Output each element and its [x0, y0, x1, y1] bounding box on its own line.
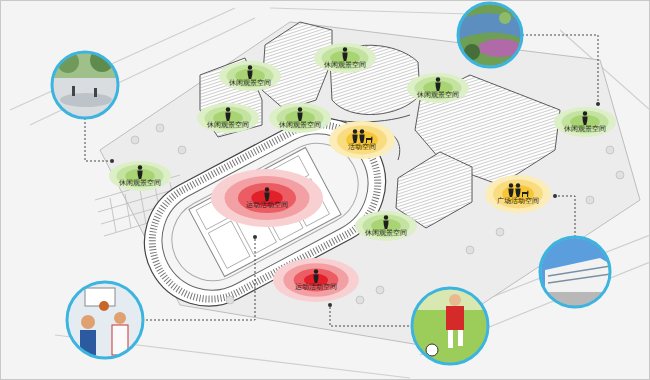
zone-label: 休闲观景空间	[229, 80, 271, 88]
person-icon	[295, 107, 305, 121]
person-icon	[245, 65, 255, 79]
space-zone: 运动活动空间	[273, 258, 359, 302]
person-icon	[262, 187, 272, 201]
leader-dots	[110, 102, 600, 307]
building-photo	[538, 236, 612, 310]
soccer-photo	[410, 286, 490, 366]
zone-label: 休闲观景空间	[207, 122, 249, 130]
space-zone: 休闲观景空间	[219, 61, 281, 91]
space-zone: 休闲观景空间	[314, 43, 376, 73]
person-icon	[340, 47, 350, 61]
zone-label: 休闲观景空间	[365, 230, 407, 238]
zone-label: 休闲观景空间	[417, 92, 459, 100]
zone-label: 休闲观景空间	[324, 62, 366, 70]
photo-ring	[52, 52, 118, 118]
person-icon	[580, 111, 590, 125]
person-icon	[507, 183, 529, 197]
person-icon	[351, 129, 373, 143]
photo-ring	[458, 3, 522, 67]
basketball-photo	[65, 280, 145, 360]
person-icon	[433, 77, 443, 91]
zone-label: 运动活动空间	[246, 202, 288, 210]
space-zone: 休闲观景空间	[355, 211, 417, 241]
space-zone: 休闲观景空间	[269, 103, 331, 133]
person-icon	[223, 107, 233, 121]
zone-label: 运动活动空间	[295, 284, 337, 292]
photo-ring	[67, 282, 143, 358]
photo-ring	[540, 237, 610, 307]
leader-lines	[85, 35, 598, 326]
person-icon	[311, 269, 321, 283]
space-zone: 活动空间	[329, 121, 395, 159]
running-track	[122, 95, 408, 328]
zone-label: 广场活动空间	[497, 198, 539, 206]
person-icon	[135, 165, 145, 179]
zone-label: 休闲观景空间	[119, 180, 161, 188]
person-icon	[381, 215, 391, 229]
space-zone: 休闲观景空间	[197, 103, 259, 133]
garden-photo	[455, 0, 525, 70]
space-zone: 运动活动空间	[211, 169, 323, 227]
roads	[10, 8, 650, 378]
zone-label: 休闲观景空间	[564, 126, 606, 134]
zone-label: 休闲观景空间	[279, 122, 321, 130]
space-zone: 广场活动空间	[485, 175, 551, 213]
trees	[131, 124, 624, 304]
space-zone: 休闲观景空间	[554, 107, 616, 137]
zone-label: 活动空间	[348, 144, 376, 152]
plaza-photo	[50, 48, 120, 120]
space-zone: 休闲观景空间	[109, 161, 171, 191]
photo-ring	[412, 288, 488, 364]
space-zone: 休闲观景空间	[407, 73, 469, 103]
site-boundary	[100, 22, 640, 345]
